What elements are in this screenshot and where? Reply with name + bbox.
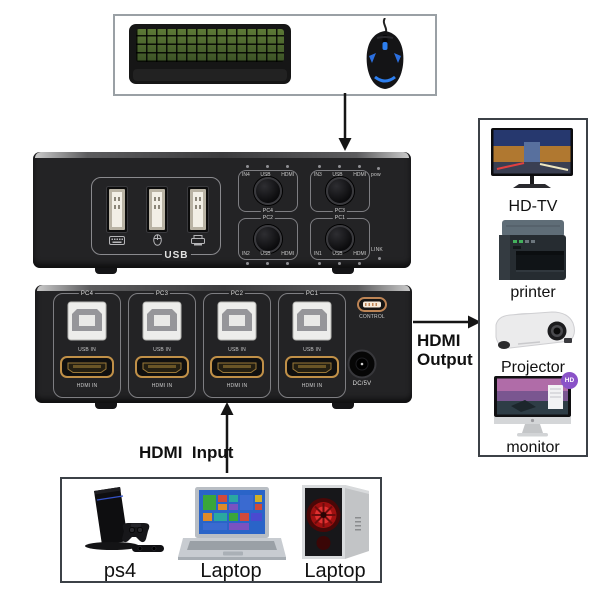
laptop-item: Laptop — [172, 483, 290, 582]
pc3-input-group: PC3 USB IN HDMI IN — [128, 291, 196, 398]
usb-in-label: USB IN — [153, 347, 171, 353]
pc1-input-group: PC1 USB IN HDMI IN — [278, 291, 346, 398]
hdmi-label: HDMI — [281, 172, 294, 178]
dc-power-jack — [347, 349, 377, 379]
usb-a-port — [187, 186, 209, 233]
pc4-select-button — [254, 177, 282, 205]
hdmi-port — [60, 356, 114, 378]
hdmi-input-label: HDMI Input — [139, 443, 234, 462]
dc-label: DC/5V — [352, 381, 372, 387]
hdmi-in-label: HDMI IN — [226, 383, 248, 389]
usb-in-label: USB IN — [303, 347, 321, 353]
monitor-image — [494, 376, 571, 437]
pc1-label: PC1 — [332, 215, 348, 221]
usb-label: USB — [332, 172, 343, 178]
tower-pc-item: Laptop — [294, 479, 376, 582]
mouse-image — [366, 18, 404, 89]
in1-label: IN1 — [314, 251, 322, 257]
kvm-switch-front-view: PC4 USB IN HDMI IN PC3 USB IN — [35, 285, 412, 409]
keyboard-image — [129, 24, 291, 84]
hdtv-item: HD-TV — [480, 126, 586, 218]
hdmi-label: HDMI — [281, 251, 294, 257]
ps4-image — [85, 487, 164, 552]
usb-a-port — [106, 186, 128, 233]
kvm-switch-top-view: USB IN4 USB HDMI PC4 IN3 USB HDMI PC3 — [33, 152, 411, 274]
pc3-label: PC3 — [153, 291, 171, 297]
ps4-item: ps4 — [70, 483, 170, 582]
arrow-right-icon — [413, 315, 481, 329]
pc4-input-group: PC4 USB IN HDMI IN — [53, 291, 121, 398]
usb-b-port — [292, 301, 332, 341]
usb-in-label: USB IN — [78, 347, 96, 353]
usb-label: USB — [260, 251, 271, 257]
hdmi-in-label: HDMI IN — [76, 383, 98, 389]
pc3-select-button — [326, 177, 354, 205]
projector-label: Projector — [500, 359, 566, 376]
monitor-item: HD monitor — [480, 372, 586, 456]
pc4-label: PC4 — [78, 291, 96, 297]
usb-b-port — [67, 301, 107, 341]
link-led-label: LINK — [371, 247, 383, 253]
control-micro-usb-port — [357, 297, 387, 312]
projector-image — [495, 311, 575, 349]
laptop2-label: Laptop — [304, 560, 366, 582]
hdmi-port — [210, 356, 264, 378]
pc2-label: PC2 — [228, 291, 246, 297]
pc4-select-group: IN4 USB HDMI PC4 — [238, 165, 298, 214]
hdtv-label: HD-TV — [508, 198, 558, 215]
pc3-label: PC3 — [332, 208, 348, 214]
hdmi-in-label: HDMI IN — [151, 383, 173, 389]
hd-badge: HD — [561, 372, 578, 389]
pc2-select-group: PC2 IN2 USB HDMI — [238, 215, 298, 265]
pc2-input-group: PC2 USB IN HDMI IN — [203, 291, 271, 398]
hdtv-image — [491, 128, 573, 188]
peripherals-box — [113, 14, 437, 96]
arrow-up-icon — [220, 402, 234, 473]
pc3-select-group: IN3 USB HDMI PC3 — [310, 165, 370, 214]
pc4-label: PC4 — [260, 208, 276, 214]
hdmi-label: HDMI — [353, 172, 366, 178]
keyboard-palmrest — [133, 69, 287, 81]
monitor-label: monitor — [506, 439, 560, 456]
in2-label: IN2 — [242, 251, 250, 257]
hdmi-port — [285, 356, 339, 378]
outputs-box: HD-TV printer — [478, 118, 588, 457]
arrow-down-icon — [338, 93, 352, 151]
keyboard-icon — [109, 236, 125, 245]
usb-in-label: USB IN — [228, 347, 246, 353]
printer-item: printer — [480, 216, 586, 302]
usb-label: USB — [332, 251, 343, 257]
usb-label: USB — [260, 172, 271, 178]
control-label: CONTROL — [359, 314, 385, 320]
pc1-select-button — [326, 225, 354, 253]
pc2-label: PC2 — [260, 215, 276, 221]
power-led-label: pow — [371, 172, 381, 178]
in4-label: IN4 — [242, 172, 250, 178]
usb-b-port — [142, 301, 182, 341]
hdmi-port — [135, 356, 189, 378]
sources-box: ps4 — [60, 477, 382, 583]
hdmi-label: HDMI — [353, 251, 366, 257]
usb-b-port — [217, 301, 257, 341]
usb-a-port — [146, 186, 168, 233]
usb-hub-section: USB — [91, 177, 221, 261]
keyboard-keys — [136, 29, 284, 62]
printer-icon — [191, 235, 205, 246]
mouse-icon — [153, 234, 162, 246]
pc1-label: PC1 — [303, 291, 321, 297]
hdmi-output-label: HDMI Output — [417, 331, 473, 369]
in3-label: IN3 — [314, 172, 322, 178]
ps4-label: ps4 — [103, 560, 137, 582]
printer-image — [499, 220, 566, 280]
laptop-label: Laptop — [200, 560, 262, 582]
projector-item: Projector — [480, 304, 586, 376]
laptop-image — [178, 487, 286, 560]
tower-pc-image — [302, 485, 369, 559]
usb-section-label: USB — [162, 250, 191, 261]
pc2-select-button — [254, 225, 282, 253]
printer-label: printer — [510, 284, 556, 301]
hdmi-in-label: HDMI IN — [301, 383, 323, 389]
pc1-select-group: PC1 IN1 USB HDMI — [310, 215, 370, 265]
